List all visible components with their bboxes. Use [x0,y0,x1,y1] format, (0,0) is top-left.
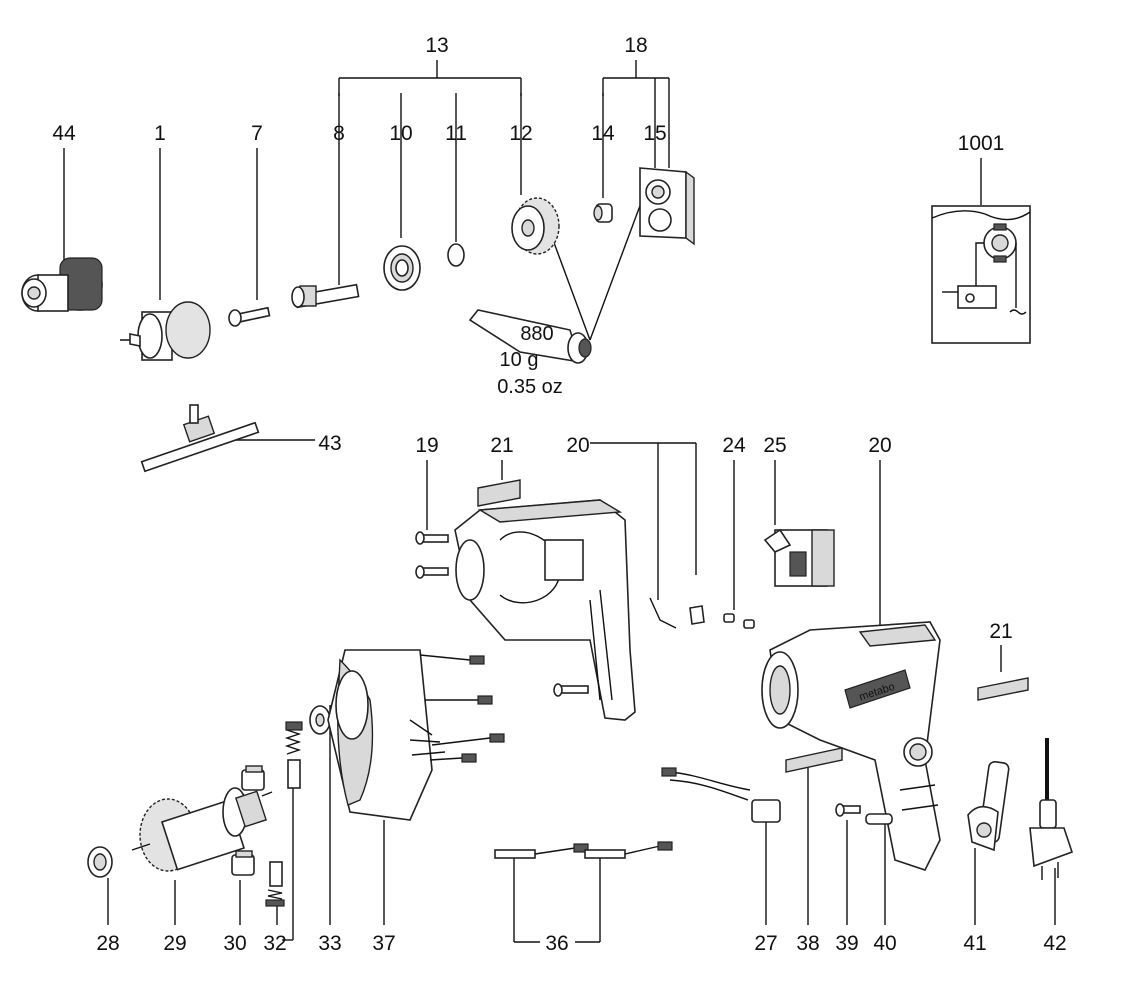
grease-mass-oz: 0.35 oz [497,376,563,398]
label-39: 39 [835,932,858,955]
grease-mass-g: 10 g [500,349,539,371]
rating-plate-38 [785,747,843,773]
housing-assembly-20-right: metabo [761,621,941,871]
label-42: 42 [1043,932,1066,955]
label-44: 44 [52,122,76,145]
screw-39 [835,803,861,817]
label-40: 40 [873,932,896,955]
connecting-cables-36 [494,841,673,859]
label-10: 10 [389,122,412,145]
label-30: 30 [223,932,246,955]
label-41: 41 [963,932,986,955]
label-36: 36 [545,932,568,955]
ball-bearing-10 [383,245,421,291]
chuck-key-43 [140,404,260,473]
switch-25 [763,528,835,587]
label-plate-21-right [977,677,1029,701]
key-chuck-1 [120,301,211,361]
label-15: 15 [643,122,666,145]
grease-code: 880 [520,323,553,345]
spindle-8 [291,283,360,309]
label-13: 13 [425,34,448,57]
armature-29 [131,787,273,872]
power-cord-42 [1029,738,1074,880]
label-20-right: 20 [868,434,891,457]
label-28: 28 [96,932,119,955]
hex-key [649,597,705,629]
label-12: 12 [509,122,532,145]
washer-33 [309,705,331,735]
label-25: 25 [763,434,786,457]
carbon-brushes-32 [265,721,303,907]
label-14: 14 [591,122,615,145]
label-37: 37 [372,932,395,955]
gear-12 [511,197,560,255]
label-plate-21-left [477,479,521,507]
label-18: 18 [624,34,647,57]
set-screws-24 [723,613,755,629]
label-38: 38 [796,932,819,955]
housing-half-20-left [454,499,636,721]
screw-7 [228,306,271,327]
label-11: 11 [445,122,467,145]
label-1: 1 [154,122,166,145]
label-8: 8 [333,122,345,145]
field-stator-37 [327,649,505,821]
bearing-plate-15 [639,167,695,246]
needle-bearing-14 [593,203,613,223]
leader-lines [63,60,1056,943]
grease-tube: 880 10 g 0.35 oz [468,309,592,398]
label-19: 19 [415,434,438,457]
label-21-left: 21 [490,434,513,457]
label-33: 33 [318,932,341,955]
keyless-chuck-44 [21,257,103,312]
label-29: 29 [163,932,186,955]
coil-leads [419,654,505,763]
label-32: 32 [263,932,286,955]
label-1001: 1001 [958,132,1005,155]
cable-clamp-40 [865,813,893,825]
retaining-ring-11 [447,243,465,267]
cable-protection-41 [967,760,1010,852]
wire-set-27 [661,767,781,823]
label-43: 43 [318,432,341,455]
label-21-right: 21 [989,620,1012,643]
bearing-28 [87,846,113,878]
part-labels: 44 1 7 8 10 11 12 13 14 15 18 1001 43 19… [52,34,1066,955]
screws-19 [415,531,589,697]
label-20-left: 20 [566,434,589,457]
label-24: 24 [722,434,746,457]
label-27: 27 [754,932,777,955]
label-7: 7 [251,122,263,145]
brush-holders-30 [231,765,265,876]
wiring-diagram-1001 [931,205,1031,344]
